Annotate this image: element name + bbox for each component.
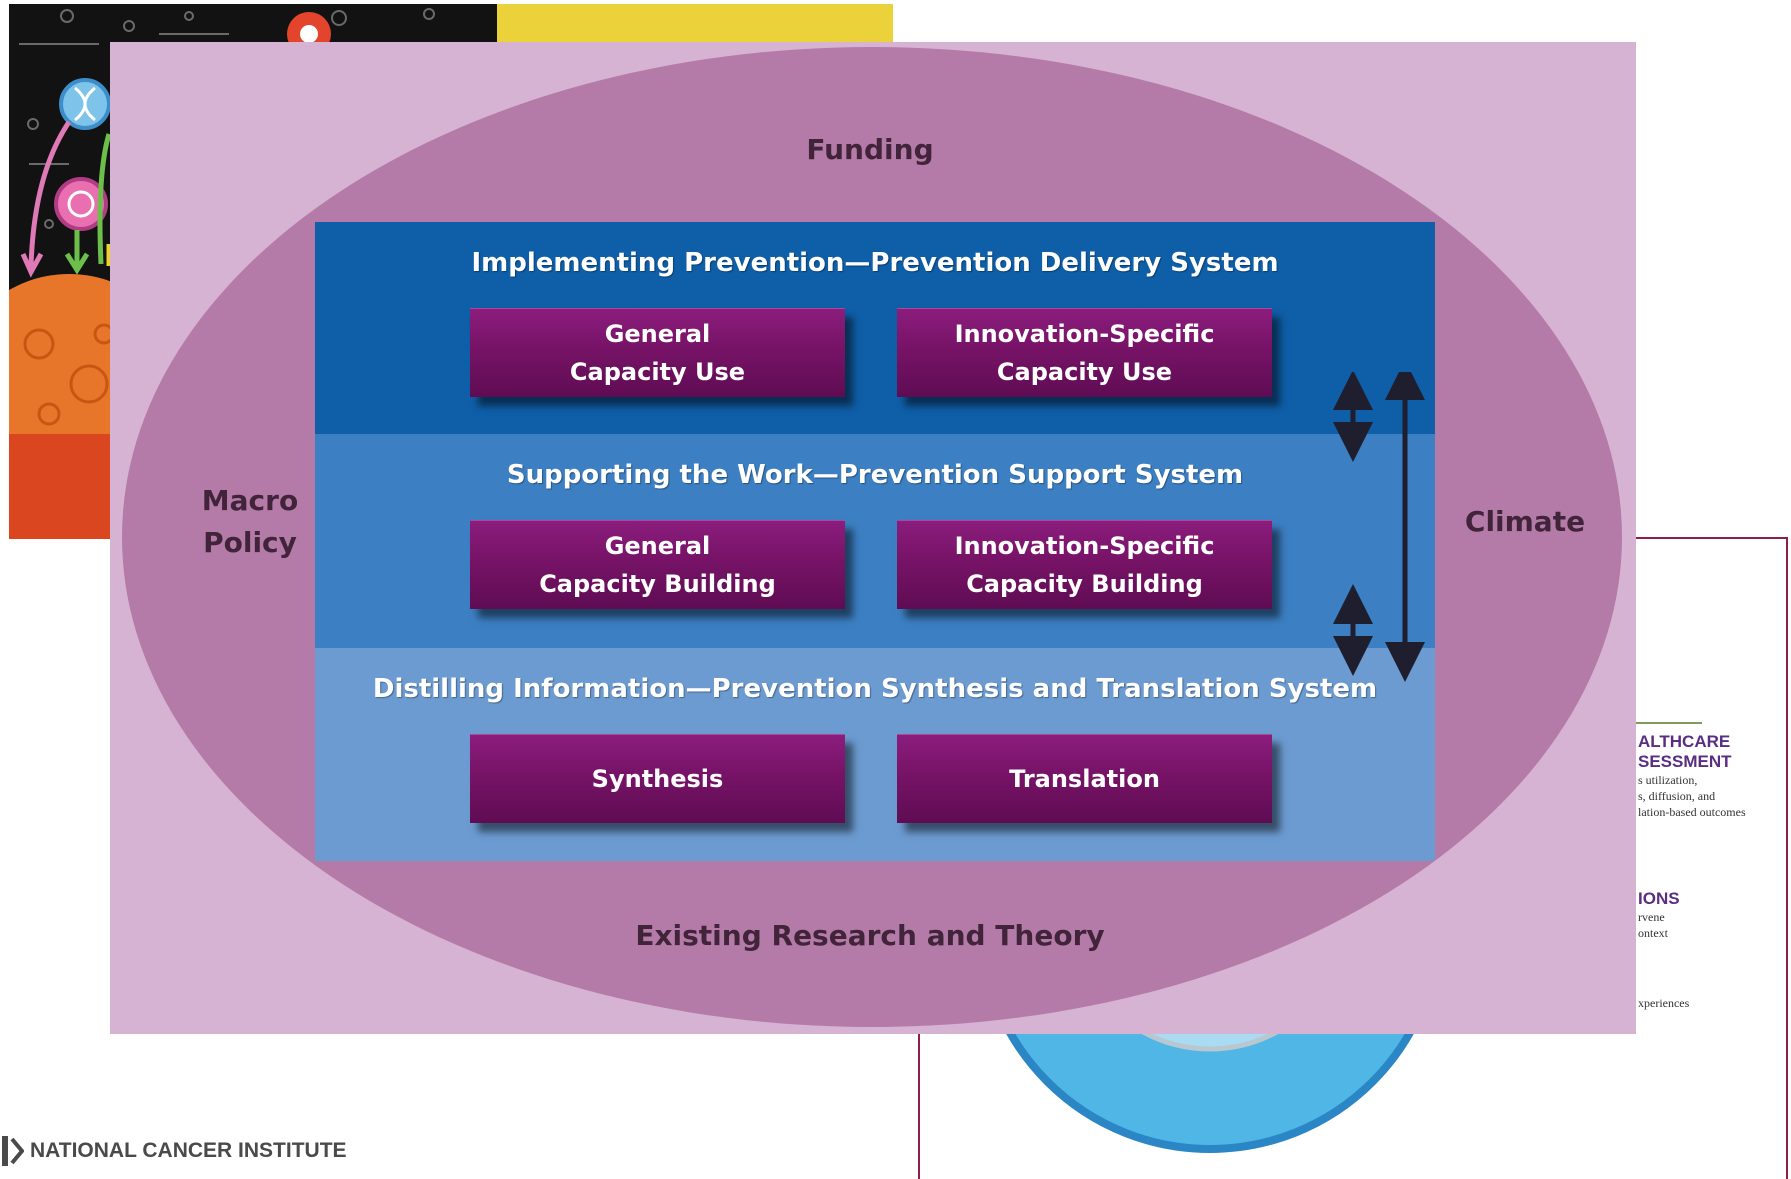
prevention-synthesis-translation-system: Distilling Information—Prevention Synthe… <box>315 648 1435 861</box>
nci-logo-text: NATIONAL CANCER INSTITUTE <box>30 1139 347 1162</box>
document-text-3: xperiences <box>1638 996 1690 1010</box>
prevention-support-system: Supporting the Work—Prevention Support S… <box>315 434 1435 648</box>
synthesis-system-title: Distilling Information—Prevention Synthe… <box>372 674 1378 704</box>
general-capacity-building-box: General Capacity Building <box>470 520 845 609</box>
prevention-delivery-system: Implementing Prevention—Prevention Deliv… <box>315 222 1435 434</box>
funding-label: Funding <box>806 133 934 166</box>
nci-logo: NATIONAL CANCER INSTITUTE <box>0 1136 400 1166</box>
document-heading-2: IONS <box>1638 889 1680 908</box>
diagram-panel: Funding Macro Policy Climate Existing Re… <box>110 42 1636 1034</box>
background-yellow-block <box>497 4 893 43</box>
delivery-system-title: Implementing Prevention—Prevention Deliv… <box>471 248 1279 278</box>
systems-stack: Implementing Prevention—Prevention Deliv… <box>315 222 1435 861</box>
document-text-2: rvene ontext <box>1638 910 1668 940</box>
document-text-1: s utilization, s, diffusion, and lation-… <box>1638 773 1746 819</box>
innovation-specific-capacity-use-box: Innovation-Specific Capacity Use <box>897 308 1272 397</box>
translation-box: Translation <box>897 734 1272 823</box>
general-capacity-use-box: General Capacity Use <box>470 308 845 397</box>
support-system-title: Supporting the Work—Prevention Support S… <box>506 460 1244 490</box>
macro-policy-label: Macro Policy <box>201 484 299 559</box>
climate-label: Climate <box>1464 505 1586 538</box>
document-rule <box>1620 722 1702 724</box>
document-heading-1: ALTHCARE SESSMENT <box>1638 732 1732 771</box>
existing-research-label: Existing Research and Theory <box>635 919 1105 952</box>
system-arrows <box>1333 372 1425 682</box>
nci-chevron-icon <box>2 1136 24 1166</box>
innovation-specific-capacity-building-box: Innovation-Specific Capacity Building <box>897 520 1272 609</box>
synthesis-box: Synthesis <box>470 734 845 823</box>
